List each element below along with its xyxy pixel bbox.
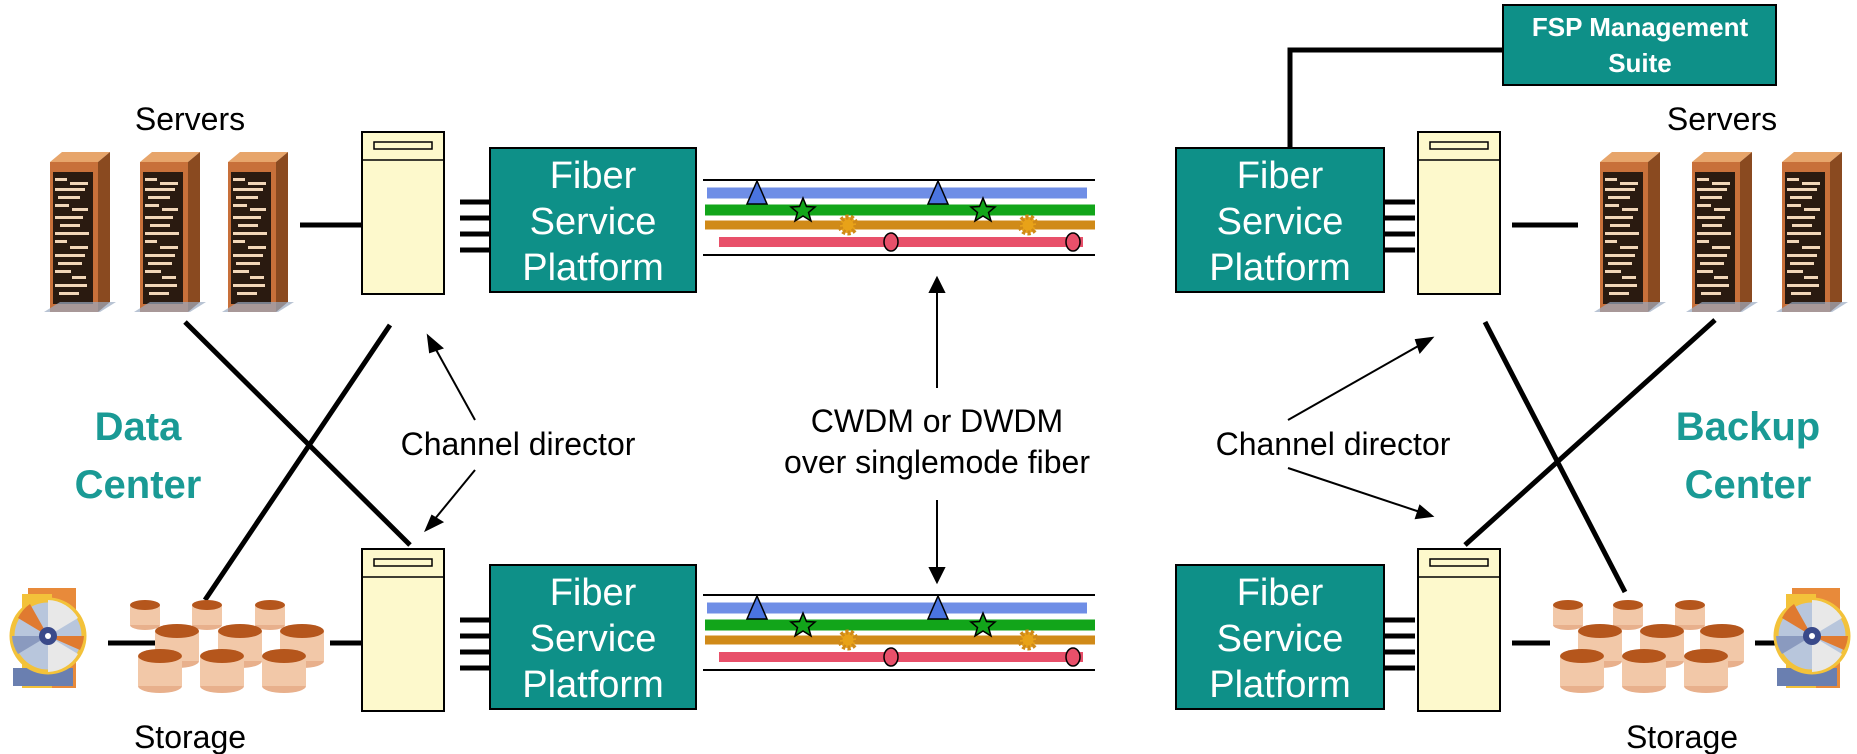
fsp-top-right: Fiber Service Platform — [1175, 147, 1385, 293]
fsp-top-left: Fiber Service Platform — [489, 147, 697, 293]
channel-director-icon — [361, 548, 445, 712]
svg-text:Suite: Suite — [1608, 48, 1672, 78]
wdm-label-line2: over singlemode fiber — [784, 444, 1090, 480]
server-tower-icon — [222, 152, 294, 312]
svg-text:FSP Management: FSP Management — [1532, 12, 1749, 42]
server-tower-icon — [44, 152, 116, 312]
backup-center-label-line2: Center — [1685, 463, 1812, 507]
svg-text:Platform: Platform — [1209, 664, 1350, 706]
server-group-left — [44, 152, 294, 312]
server-tower-icon — [134, 152, 206, 312]
tape-library-icon — [1776, 588, 1848, 688]
servers-label-right: Servers — [1667, 101, 1777, 137]
wdm-label-line1: CWDM or DWDM — [811, 403, 1063, 439]
backup-center-label-line1: Backup — [1676, 405, 1821, 449]
server-group-right — [1594, 152, 1848, 312]
svg-text:Fiber: Fiber — [550, 572, 637, 614]
svg-text:Service: Service — [530, 201, 657, 243]
svg-text:Service: Service — [1217, 201, 1344, 243]
svg-text:Platform: Platform — [522, 664, 663, 706]
fsp-bottom-right: Fiber Service Platform — [1175, 564, 1385, 710]
disk-array-icon — [130, 600, 324, 693]
svg-text:Service: Service — [530, 618, 657, 660]
svg-text:Fiber: Fiber — [550, 155, 637, 197]
cable-stubs — [460, 199, 1415, 671]
svg-text:Platform: Platform — [522, 247, 663, 289]
channel-director-icon — [1417, 131, 1501, 295]
servers-label-left: Servers — [135, 101, 245, 137]
svg-text:Platform: Platform — [1209, 247, 1350, 289]
channel-director-label-right: Channel director — [1216, 426, 1451, 462]
wdm-link-top — [703, 180, 1095, 255]
storage-group-right — [1553, 588, 1848, 693]
channel-director-icon — [1417, 548, 1501, 712]
svg-text:Service: Service — [1217, 618, 1344, 660]
interconnect-lines — [108, 47, 1775, 646]
server-tower-icon — [1776, 152, 1848, 312]
storage-group-left — [12, 588, 324, 693]
storage-label-left: Storage — [134, 719, 246, 754]
tape-library-icon — [12, 588, 84, 688]
channel-director-label-left: Channel director — [401, 426, 636, 462]
annotation-arrows — [424, 275, 1435, 585]
storage-label-right: Storage — [1626, 719, 1738, 754]
data-center-label-line2: Center — [75, 463, 202, 507]
fsp-bottom-left: Fiber Service Platform — [489, 564, 697, 710]
svg-text:Fiber: Fiber — [1237, 572, 1324, 614]
channel-director-icon — [361, 131, 445, 295]
server-tower-icon — [1686, 152, 1758, 312]
server-tower-icon — [1594, 152, 1666, 312]
wdm-link-bottom — [703, 595, 1095, 670]
fsp-management-suite: FSP Management Suite — [1502, 4, 1777, 86]
data-center-label-line1: Data — [95, 405, 182, 449]
svg-text:Fiber: Fiber — [1237, 155, 1324, 197]
disk-array-icon — [1553, 600, 1744, 693]
